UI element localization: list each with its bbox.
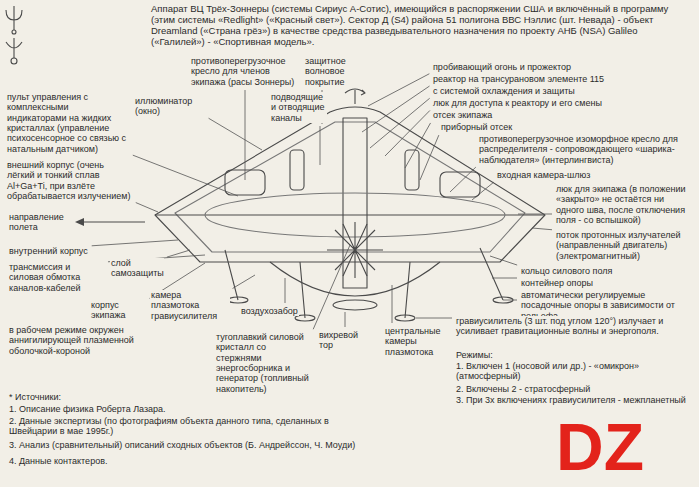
trident-symbol bbox=[6, 6, 22, 30]
leader-line bbox=[416, 318, 452, 319]
callout-label: защитное волновое покрытие bbox=[304, 56, 368, 87]
callout-label: вихревой тор bbox=[318, 330, 368, 351]
leader-line bbox=[285, 278, 286, 303]
flight-direction-arrowhead bbox=[75, 218, 84, 226]
callout-label: реактор на трансурановом элементе 115 bbox=[432, 74, 605, 84]
callout-label: люк для экипажа (в положении «закрыто» н… bbox=[555, 184, 695, 225]
leader-line bbox=[472, 182, 494, 200]
callout-label: 1. Описание физика Роберта Лазара. bbox=[8, 404, 167, 414]
callout-label: противоперегрузочное кресло для членов э… bbox=[190, 56, 302, 87]
landing-legs bbox=[225, 248, 503, 318]
callout-label: люк для доступа к реактору и его смены bbox=[432, 98, 603, 108]
leader-line bbox=[136, 203, 158, 212]
callout-label: приборный отсек bbox=[440, 122, 513, 132]
callout-label: 1. Включен 1 (носовой или др.) - «омикро… bbox=[455, 361, 695, 382]
callout-label: входная камера-шлюз bbox=[496, 170, 591, 180]
callout-label: направление полета bbox=[8, 212, 70, 233]
leader-line bbox=[420, 135, 439, 180]
leader-line bbox=[320, 126, 321, 165]
callout-label: гравиусилитель (3 шт. под углом 120°) из… bbox=[455, 316, 695, 337]
leader-line bbox=[209, 118, 262, 150]
callout-label: поток протонных излучателей (направленны… bbox=[555, 230, 695, 261]
callout-label: отсек экипажа bbox=[432, 110, 493, 120]
callout-label: 3. Анализ (сравнительный) описаний сходн… bbox=[8, 440, 356, 450]
callout-label: корпус экипажа bbox=[90, 300, 147, 321]
rotation-symbol bbox=[345, 89, 365, 95]
leader-line bbox=[362, 86, 430, 132]
rim-line bbox=[155, 214, 545, 215]
leader-line bbox=[92, 240, 178, 246]
callout-label: воздухозабор bbox=[240, 306, 299, 316]
callout-label: 3. При 3х включениях гравиусилителя - ме… bbox=[455, 395, 687, 405]
callout-label: центральные камеры плазмотока bbox=[384, 326, 454, 357]
callout-label: Режимы: bbox=[455, 350, 494, 360]
leader-line bbox=[450, 167, 476, 192]
crew-seat bbox=[440, 172, 480, 197]
inner-hull bbox=[175, 122, 525, 252]
leader-line bbox=[245, 90, 246, 180]
leader-line bbox=[492, 278, 517, 279]
leader-line bbox=[490, 256, 517, 265]
callout-label: 2. Данные экспертизы (по фотографиям объ… bbox=[8, 416, 340, 437]
callout-label: трансмиссия и силовая обмотка каналов-ка… bbox=[8, 262, 105, 293]
callout-label: кольцо силового поля bbox=[520, 266, 613, 276]
leader-line bbox=[368, 74, 429, 106]
leader-line bbox=[133, 155, 238, 196]
callout-label: 4. Данные контактеров. bbox=[8, 456, 108, 466]
vortex-torus bbox=[333, 300, 377, 310]
power-crystal bbox=[327, 222, 383, 278]
callout-label: в рабочем режиме окружен аннигилирующей … bbox=[8, 325, 150, 356]
callout-label: * Источники: bbox=[8, 392, 62, 402]
leader-line bbox=[385, 110, 430, 156]
callout-label: камера плазмотока гравиусилителя bbox=[150, 290, 230, 321]
callout-label: противоперегрузочное изоморфное кресло д… bbox=[478, 134, 695, 165]
leader-line bbox=[503, 300, 517, 301]
callout-label: пробивающий огонь и прожектор bbox=[432, 62, 572, 72]
callout-label: пульт управления с комплексными индикато… bbox=[6, 92, 130, 154]
trident-symbol bbox=[12, 30, 16, 34]
watermark: DZ bbox=[556, 414, 644, 480]
leader-line bbox=[518, 214, 552, 215]
callout-label: внешний корпус (очень лёгкий и тонкий сп… bbox=[6, 160, 133, 201]
leg-pad bbox=[228, 297, 248, 303]
cylinder bbox=[290, 150, 304, 190]
callout-label: с системой охлаждения и защиты bbox=[432, 86, 576, 96]
callout-label: слой самозащиты bbox=[110, 258, 164, 279]
orbit-symbol bbox=[11, 58, 17, 64]
leader-line bbox=[532, 228, 552, 230]
leader-line bbox=[392, 285, 393, 323]
callout-label: тугоплавкий силовой кристалл со стержням… bbox=[215, 332, 312, 394]
leader-line bbox=[233, 275, 255, 288]
callout-label: подводящие и отводящие каналы bbox=[270, 92, 327, 123]
leader-line bbox=[313, 245, 350, 329]
leg-pad bbox=[395, 315, 415, 321]
header-text: Аппарат ВЦ Трёх-Зоннеры (системы Сириус … bbox=[150, 4, 692, 48]
antenna bbox=[354, 90, 355, 104]
leader-line bbox=[345, 312, 346, 327]
leader-line bbox=[167, 250, 190, 257]
callout-label: иллюминатор (окно) bbox=[134, 96, 206, 117]
leader-line bbox=[405, 123, 431, 168]
orbit-symbol bbox=[6, 38, 22, 58]
callout-label: контейнер опоры bbox=[520, 278, 594, 288]
callout-label: 2. Включены 2 - стратосферный bbox=[455, 384, 591, 394]
flight-direction-arrow bbox=[80, 221, 145, 222]
callout-label: внутренний корпус bbox=[8, 246, 89, 256]
